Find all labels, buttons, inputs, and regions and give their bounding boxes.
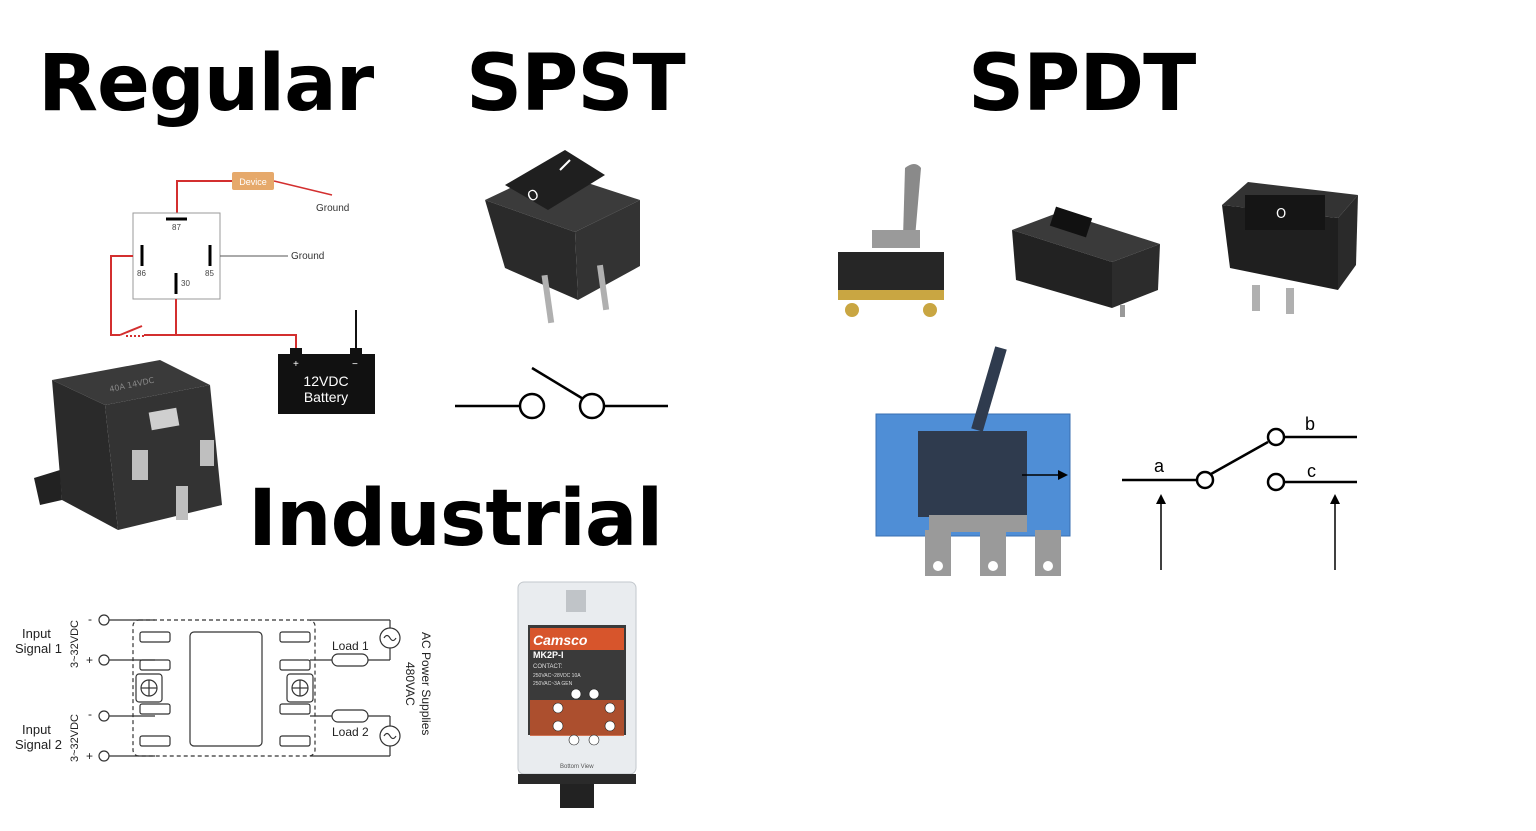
pin-30-label: 30 (181, 279, 190, 288)
minus2: - (88, 707, 92, 721)
spdt-label-c: c (1307, 461, 1316, 481)
spdt-label-b: b (1305, 414, 1315, 434)
relay-brand: Camsco (533, 632, 588, 648)
spdt-rocker-switch-image: O (1222, 182, 1358, 314)
battery-terminal-plus (290, 348, 302, 355)
spst-symbol (455, 366, 668, 420)
voltage1: 3~32VDC (69, 620, 81, 668)
spdt-terminal-3 (1035, 530, 1061, 576)
voltage2: 3~32VDC (69, 714, 81, 762)
relay-contact: CONTACT: (533, 664, 563, 670)
ac-line2: 480VAC (403, 662, 417, 706)
relay-model: MK2P-I (533, 650, 564, 660)
plus1: + (86, 653, 93, 667)
spdt-contact-plate (929, 515, 1027, 532)
spdt-slide-switch-image (1012, 206, 1160, 317)
pin-87-label: 87 (172, 223, 181, 232)
heading-regular: Regular (38, 39, 374, 129)
heading-spst: SPST (466, 39, 686, 129)
spdt-symbol: a b c (1122, 414, 1357, 570)
industrial-relay-image: Camsco MK2P-I CONTACT: 250VAC~28VDC 10A … (517, 581, 637, 808)
input1-line1: Input (22, 626, 51, 641)
relay-bottom-view: Bottom View (560, 764, 594, 770)
ac-line1: AC Power Supplies (419, 632, 433, 735)
device-label: Device (239, 177, 267, 187)
wire-bottom (144, 334, 297, 352)
heading-spdt: SPDT (968, 39, 1196, 129)
battery-terminal-minus (350, 348, 362, 355)
heading-industrial: Industrial (248, 474, 663, 564)
battery (278, 354, 375, 414)
wire-switch-blade (119, 325, 143, 336)
industrial-circuit: Input Signal 1 Input Signal 2 3~32VDC 3~… (15, 612, 433, 763)
spdt-cutaway-diagram (875, 346, 1071, 576)
input1-line2: Signal 1 (15, 641, 62, 656)
load2-label: Load 2 (332, 725, 369, 739)
spdt-terminal-2 (980, 530, 1006, 576)
input2-line1: Input (22, 722, 51, 737)
battery-line2: Battery (304, 389, 348, 405)
spdt-actuator (918, 431, 1027, 517)
input2-line2: Signal 2 (15, 737, 62, 752)
relay-rating1: 250VAC~28VDC 10A (533, 673, 581, 679)
ground-mid-label: Ground (291, 251, 324, 262)
automotive-relay-image: 40A 14VDC (34, 360, 222, 530)
wire-device-ground (273, 180, 333, 196)
pin-85-label: 85 (205, 269, 214, 278)
relay-rating2: 250VAC~3A GEN (533, 681, 573, 687)
ground-top-label: Ground (316, 203, 349, 214)
wire-left-loop (110, 255, 133, 336)
battery-line1: 12VDC (303, 373, 348, 389)
load1-label: Load 1 (332, 639, 369, 653)
regular-relay-circuit: Device Ground 87 86 85 30 Ground + − 12V… (110, 172, 375, 414)
minus1: - (88, 612, 92, 626)
plus2: + (86, 749, 93, 763)
wire-device-left (176, 180, 232, 213)
spdt-lever (971, 346, 1007, 432)
spdt-label-a: a (1154, 456, 1165, 476)
spdt-terminal-1 (925, 530, 951, 576)
spst-rocker-switch-image: O (485, 150, 640, 324)
pin-86-label: 86 (137, 269, 146, 278)
spdt-toggle-switch-image (838, 164, 944, 317)
battery-minus: − (352, 359, 358, 370)
svg-text:O: O (1276, 207, 1286, 222)
battery-plus: + (293, 359, 299, 370)
device-box (232, 172, 274, 190)
